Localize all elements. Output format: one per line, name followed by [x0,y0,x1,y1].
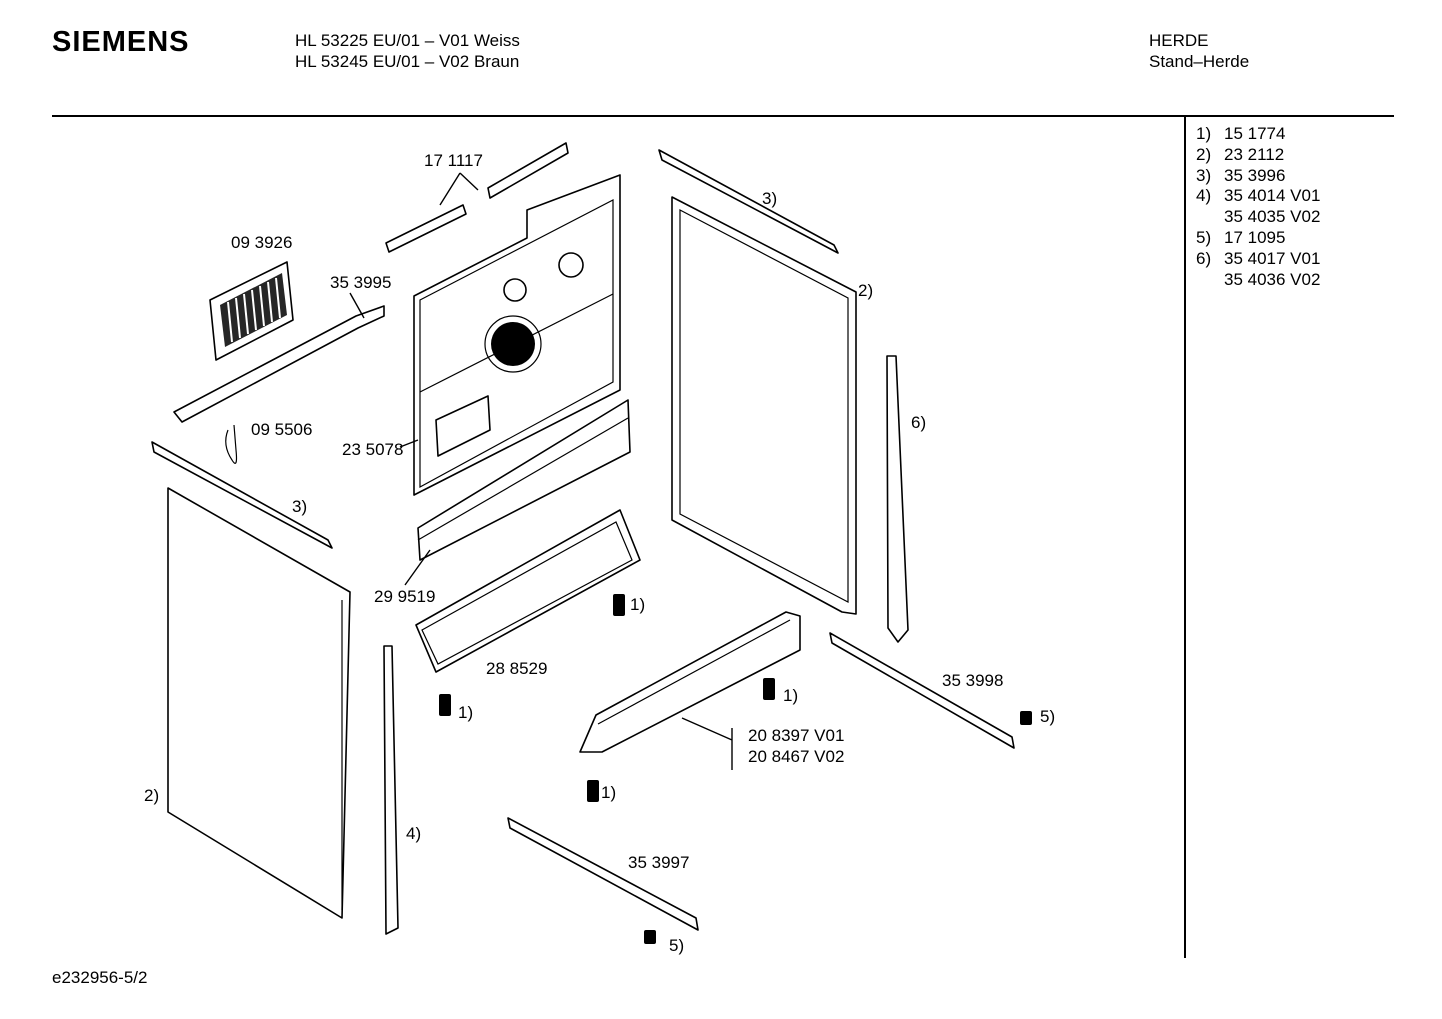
part-code: 35 4036 V02 [1224,269,1321,289]
label-ref2-left: 2) [144,786,159,805]
category-info: HERDE Stand–Herde [1149,30,1249,72]
label-ref3-left: 3) [292,497,307,516]
part-code: 35 3996 [1224,165,1286,185]
parts-list-row: 2) 23 2112 [1196,145,1320,166]
part-code: 35 4017 V01 [1224,248,1321,268]
part-code: 15 1774 [1224,124,1286,143]
trim-strip-right [886,355,909,643]
part-number: 6) [1196,248,1212,268]
label-ref6: 6) [911,413,926,432]
label-ref1-d: 1) [601,783,616,802]
part-number: 1) [1196,124,1212,143]
part-code: 23 2112 [1224,144,1285,164]
parts-list-row: 1) 15 1774 [1196,124,1320,145]
label-ref5-b: 5) [669,936,684,955]
label-ref1-c: 1) [783,686,798,705]
top-rail-left [151,441,333,549]
part-code: 35 4035 V02 [1224,207,1321,227]
brand-logo: SIEMENS [52,26,190,58]
parts-list-row: 5) 17 1095 [1196,228,1320,249]
label-ref5-a: 5) [1040,707,1055,726]
label-ref1-a: 1) [630,595,645,614]
trim-strip-left [383,645,399,935]
kick-plate [579,611,801,770]
label-ref3-right: 3) [762,189,777,208]
part-code: 17 1095 [1224,227,1286,247]
part-number: 4) [1196,186,1212,206]
model-line-1: HL 53225 EU/01 – V01 Weiss [295,31,520,50]
drawing-id: e232956-5/2 [52,968,148,987]
part-code: 35 4014 V01 [1224,186,1321,206]
leveling-foot-icons [439,594,775,802]
label-208397: 20 8397 V01 [748,726,844,745]
side-panel-left [167,487,351,919]
label-288529: 28 8529 [486,659,547,678]
label-095506: 09 5506 [251,420,312,439]
parts-list-row: 4) 35 4014 V01 [1196,186,1320,207]
label-093926: 09 3926 [231,233,292,252]
parts-list: 1) 15 1774 2) 23 2112 3) 35 3996 4) 35 4014 … [1196,124,1320,290]
top-rail-right [658,149,839,254]
part-number: 5) [1196,227,1212,247]
cross-bracket [404,399,631,586]
part-number: 3) [1196,165,1212,185]
hook-clip [225,424,238,464]
label-171117: 17 1117 [424,151,483,170]
label-ref4: 4) [406,824,421,843]
vent-grille [209,261,294,361]
label-208467: 20 8467 V02 [748,747,844,766]
model-line-2: HL 53245 EU/01 – V02 Braun [295,52,520,71]
part-number: 2) [1196,144,1212,164]
side-panel-right [671,196,857,615]
label-353995: 35 3995 [330,273,391,292]
label-ref1-b: 1) [458,703,473,722]
parts-list-row: 35 4036 V02 [1196,270,1320,291]
label-299519: 29 9519 [374,587,435,606]
category-line-2: Stand–Herde [1149,52,1250,71]
base-tray [415,509,641,673]
model-info: HL 53225 EU/01 – V01 Weiss HL 53245 EU/0… [295,30,520,72]
header-divider [52,115,1394,117]
exploded-view-drawing: 17 1117 09 3926 35 3995 09 5506 23 5078 … [144,142,1055,955]
parts-list-row: 3) 35 3996 [1196,166,1320,187]
top-trim-strips [385,142,569,253]
top-cross-bar [173,292,385,423]
side-divider [1184,117,1186,958]
label-ref2-right: 2) [858,281,873,300]
parts-list-row: 35 4035 V02 [1196,207,1320,228]
parts-list-row: 6) 35 4017 V01 [1196,249,1320,270]
bottom-rail-right [829,632,1015,749]
clip-icons [644,711,1032,944]
label-353998: 35 3998 [942,671,1003,690]
category-line-1: HERDE [1149,31,1209,50]
label-235078: 23 5078 [342,440,403,459]
back-panel [399,174,621,496]
label-353997: 35 3997 [628,853,689,872]
bottom-rail-left [507,817,699,931]
